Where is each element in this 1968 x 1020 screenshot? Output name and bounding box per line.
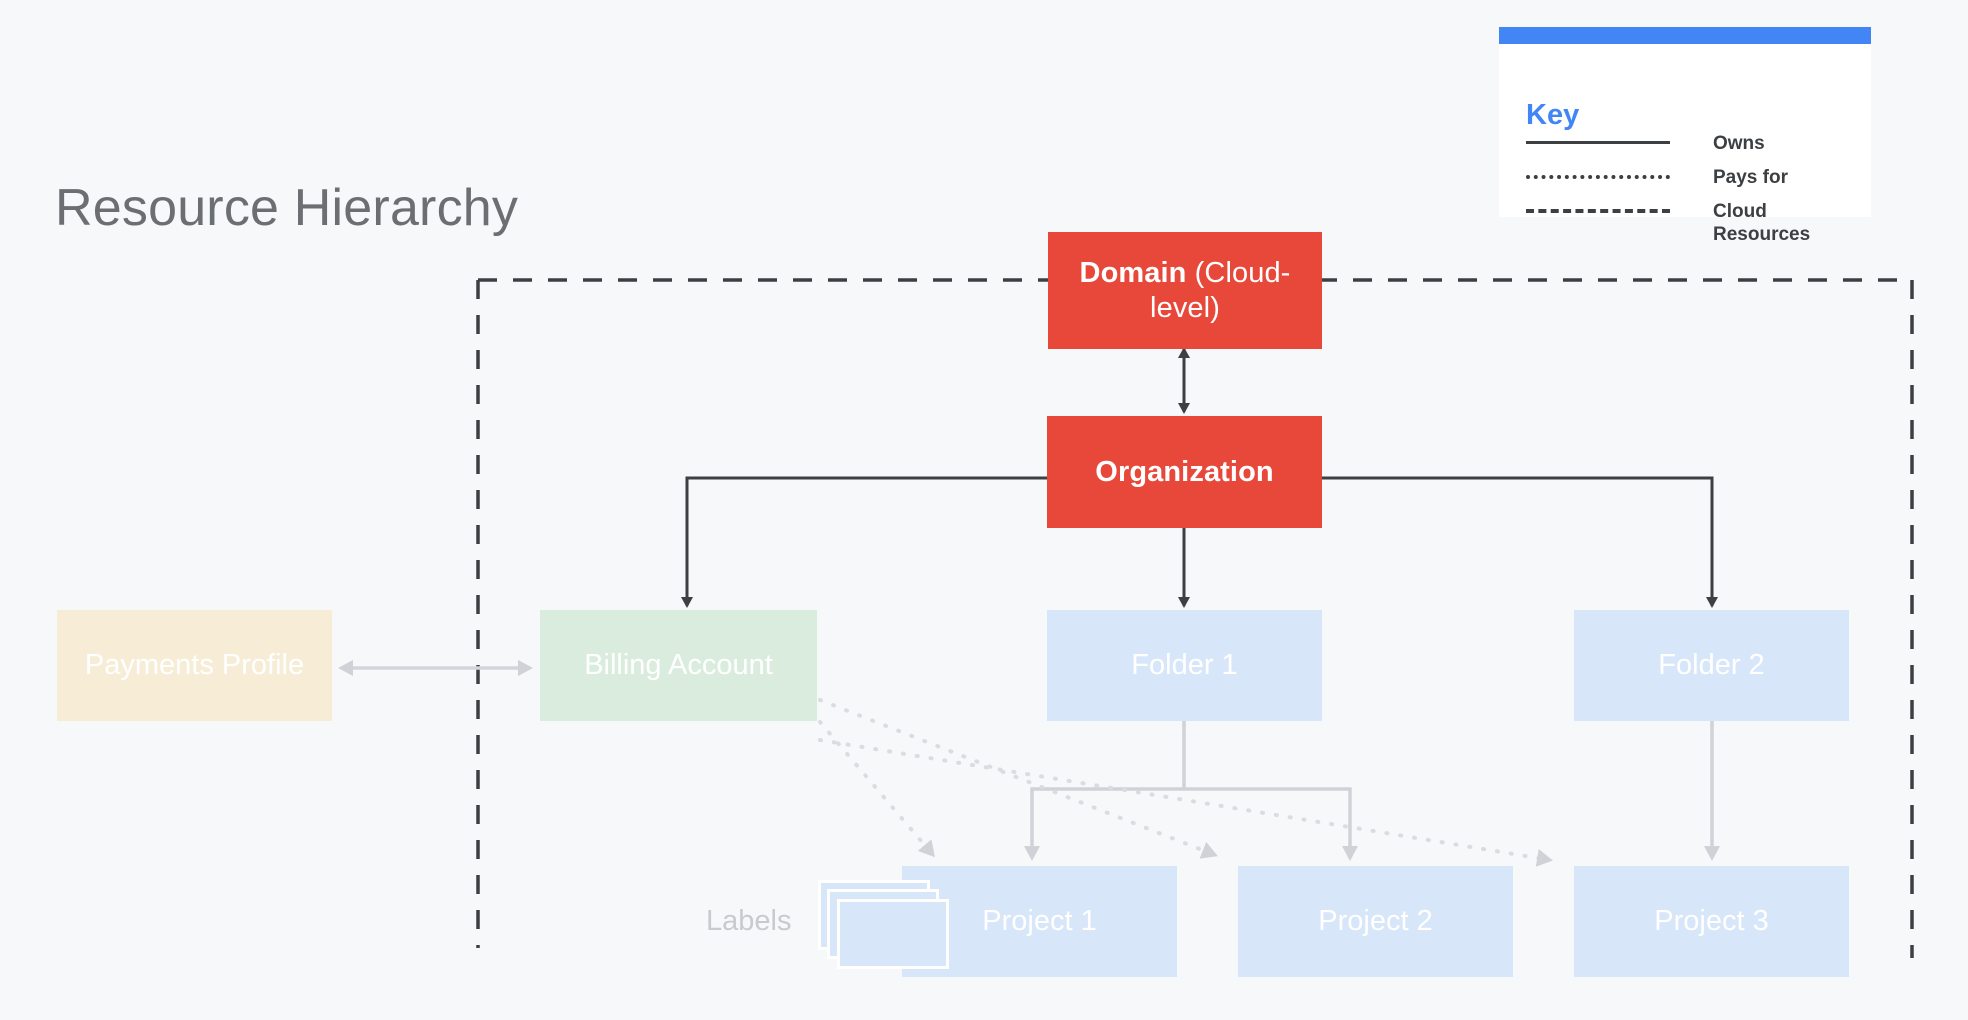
edge-billing-account-project3 xyxy=(818,738,1553,867)
solid-line-icon xyxy=(1526,132,1670,152)
edge-folder1-project2 xyxy=(1184,787,1358,861)
node-folder2[interactable]: Folder 2 xyxy=(1574,610,1849,721)
edge-billing-account-project2 xyxy=(818,698,1218,859)
node-project3-label: Project 3 xyxy=(1654,905,1769,938)
node-domain[interactable]: Domain (Cloud-level) xyxy=(1048,232,1322,349)
edge-organization-folder2 xyxy=(1322,476,1718,608)
legend-label-cloud-resources: Cloud Resources xyxy=(1713,201,1811,246)
node-project1-label: Project 1 xyxy=(982,905,1097,938)
dotted-line-icon xyxy=(1526,166,1670,186)
node-organization-label: Organization xyxy=(1095,455,1274,488)
legend-row-pays-for: Pays for xyxy=(1526,166,1788,189)
legend-label-pays-for: Pays for xyxy=(1713,167,1788,188)
legend-label-owns: Owns xyxy=(1713,133,1765,154)
node-domain-label-bold: Domain xyxy=(1079,257,1187,290)
edge-folder1-project1 xyxy=(1024,787,1184,861)
node-payments-profile[interactable]: Payments Profile xyxy=(57,610,332,721)
page-title: Resource Hierarchy xyxy=(55,179,519,237)
edge-billing-account-project1 xyxy=(818,720,935,858)
labels-caption: Labels xyxy=(706,905,792,937)
node-project2[interactable]: Project 2 xyxy=(1238,866,1513,977)
node-payments-profile-label: Payments Profile xyxy=(84,649,305,682)
node-billing-account[interactable]: Billing Account xyxy=(540,610,817,721)
node-folder1-label: Folder 1 xyxy=(1131,649,1238,682)
node-organization[interactable]: Organization xyxy=(1047,416,1322,528)
node-folder1[interactable]: Folder 1 xyxy=(1047,610,1322,721)
legend-row-cloud-resources: Cloud Resources xyxy=(1526,200,1810,246)
node-domain-label: Domain (Cloud-level) xyxy=(1048,256,1322,324)
node-folder2-label: Folder 2 xyxy=(1658,649,1765,682)
dashed-line-icon xyxy=(1526,200,1670,220)
node-domain-label-rest: (Cloud-level) xyxy=(1150,257,1291,324)
legend-row-owns: Owns xyxy=(1526,132,1765,155)
node-project3[interactable]: Project 3 xyxy=(1574,866,1849,977)
legend-title: Key xyxy=(1526,99,1580,131)
legend-accent-bar xyxy=(1499,27,1871,44)
edge-organization-billing-account xyxy=(681,476,1047,608)
node-billing-account-label: Billing Account xyxy=(584,649,773,682)
label-card[interactable] xyxy=(837,899,949,969)
labels-card-stack[interactable] xyxy=(818,880,950,972)
legend-key-panel: Key Owns Pays for Cloud Resources xyxy=(1499,27,1871,245)
node-project2-label: Project 2 xyxy=(1318,905,1433,938)
